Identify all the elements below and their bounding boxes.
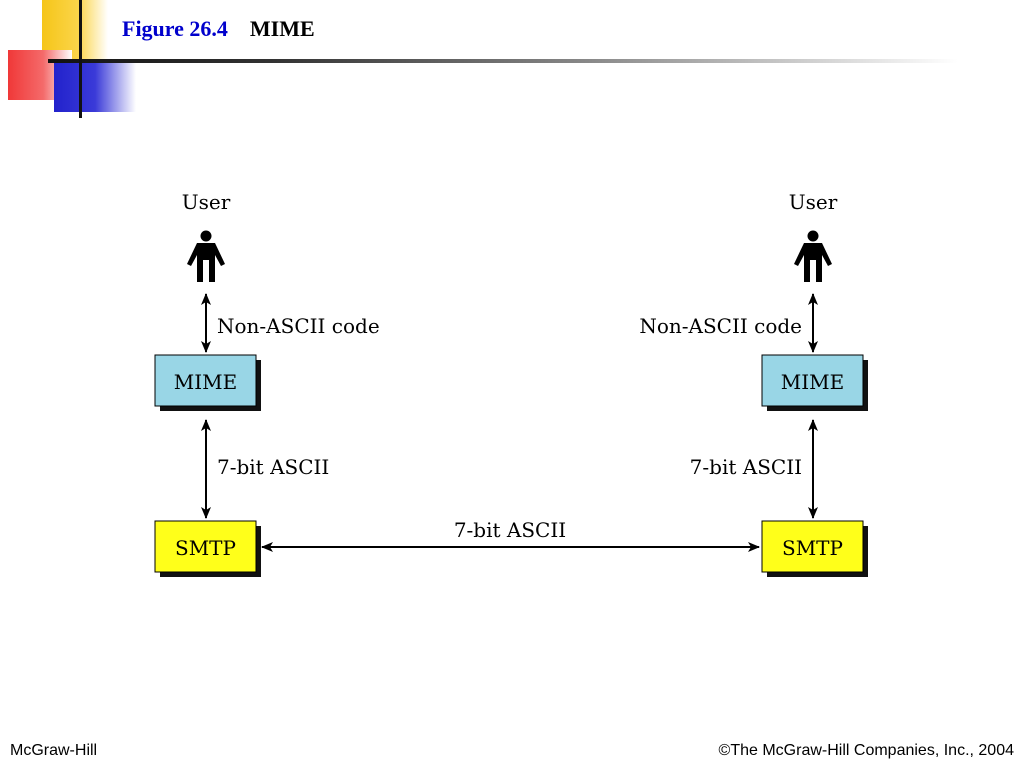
right-nonascii-label: Non-ASCII code: [639, 314, 802, 338]
right-mime-label: MIME: [781, 370, 844, 394]
decor-blue-square: [54, 62, 136, 112]
left-user-label: User: [182, 190, 231, 214]
left-smtp-box: [154, 520, 257, 573]
left-smtp-label: SMTP: [175, 536, 236, 560]
right-7bit-label: 7-bit ASCII: [690, 455, 802, 479]
right-user-label: User: [789, 190, 838, 214]
decor-vertical-rule: [79, 0, 82, 118]
footer-publisher: McGraw-Hill: [10, 742, 98, 759]
figure-number: Figure 26.4: [122, 16, 228, 41]
right-smtp-box: [761, 520, 864, 573]
page-title: Figure 26.4 MIME: [122, 16, 315, 42]
right-smtp-label: SMTP: [782, 536, 843, 560]
footer-copyright: ©The McGraw-Hill Companies, Inc., 2004: [718, 742, 1014, 759]
left-mime-label: MIME: [174, 370, 237, 394]
decor-horizontal-rule: [48, 59, 958, 63]
right-user-icon: [794, 230, 832, 282]
left-user-icon: [187, 230, 225, 282]
smtp-link-label: 7-bit ASCII: [454, 518, 566, 542]
left-7bit-label: 7-bit ASCII: [217, 455, 329, 479]
right-mime-box: [761, 354, 864, 407]
figure-name: MIME: [249, 16, 315, 41]
left-nonascii-label: Non-ASCII code: [217, 314, 380, 338]
left-mime-box: [154, 354, 257, 407]
